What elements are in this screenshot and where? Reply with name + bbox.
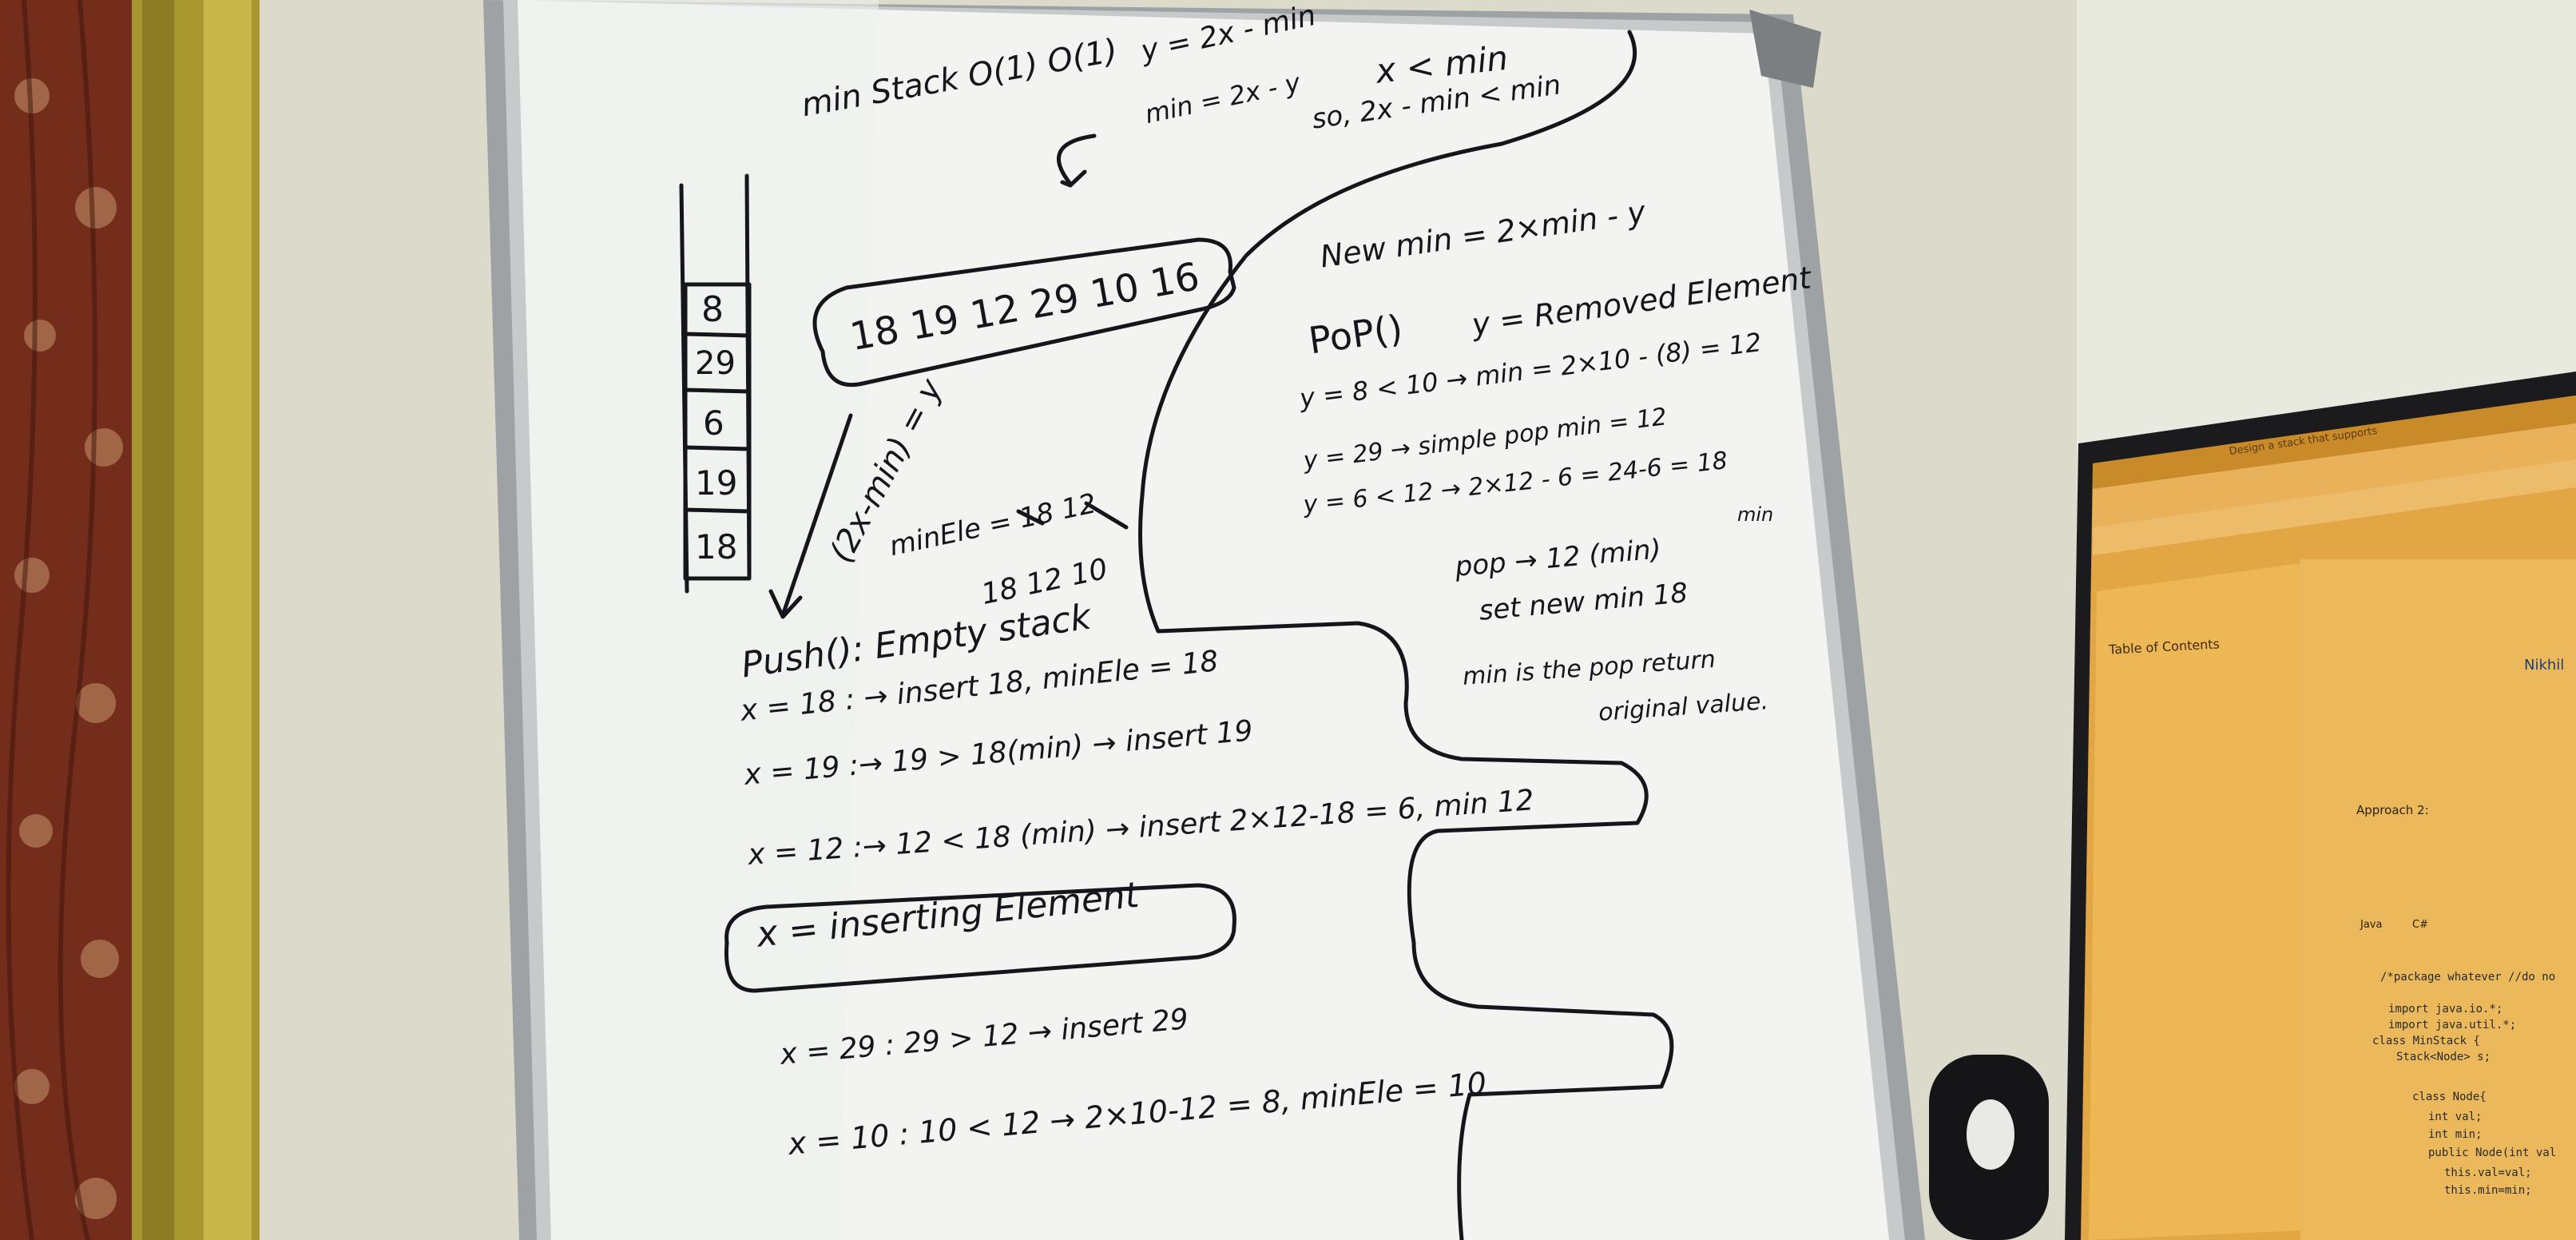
stack-box	[683, 282, 752, 581]
stack-cell: 29	[695, 345, 736, 382]
pop-min-note: min	[1737, 503, 1774, 526]
stack-cell: 18	[695, 527, 738, 566]
inserting-box-outline	[724, 883, 1236, 993]
monitor-code-line: class MinStack {	[2372, 1035, 2480, 1047]
stack-cell: 6	[703, 403, 724, 443]
monitor-code-line: Stack<Node> s;	[2396, 1051, 2491, 1063]
monitor-contributed: Nikhil	[2524, 657, 2565, 674]
stack-cell: 8	[701, 289, 724, 330]
monitor-code-line: import java.io.*;	[2388, 1003, 2503, 1015]
speaker	[1929, 1055, 2049, 1240]
monitor-code-line: import java.util.*;	[2388, 1019, 2517, 1031]
monitor-approach: Approach 2:	[2356, 803, 2429, 817]
monitor-code-line: public Node(int val	[2428, 1147, 2557, 1159]
monitor-lang-tab[interactable]: C#	[2412, 919, 2428, 931]
array-box-outline	[812, 237, 1236, 388]
curved-arrow	[1056, 133, 1097, 186]
monitor-code-line: this.val=val;	[2444, 1166, 2532, 1179]
whiteboard	[483, 0, 1925, 1240]
diag-arrow	[780, 413, 853, 618]
monitor-code-line: /*package whatever //do no	[2380, 971, 2556, 984]
monitor	[2065, 372, 2576, 1240]
monitor-code-line: this.min=min;	[2444, 1184, 2532, 1197]
stack-cell: 19	[695, 463, 738, 503]
monitor-lang-tab[interactable]: Java	[2360, 919, 2383, 931]
divider-line	[1138, 30, 1674, 1240]
monitor-code-line: int val;	[2428, 1111, 2483, 1123]
monitor-code-line: int min;	[2428, 1128, 2483, 1141]
monitor-code-line: class Node{	[2412, 1091, 2487, 1103]
marker-strokes	[679, 30, 1674, 1240]
board-corner	[1749, 10, 1821, 88]
